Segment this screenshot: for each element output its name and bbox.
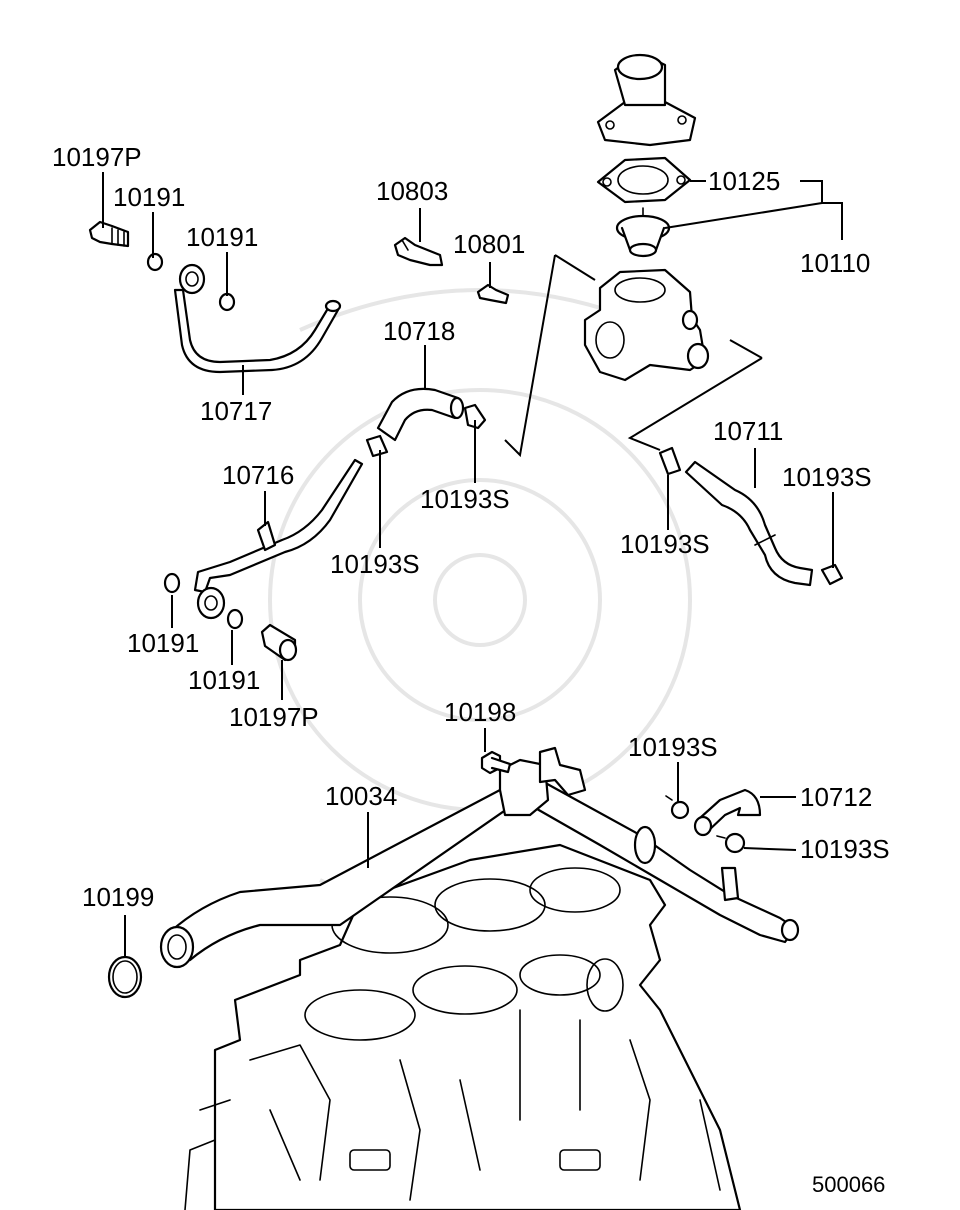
sensor-10803 <box>393 236 444 267</box>
callout-10193S-a: 10193S <box>420 484 510 514</box>
water-pipe-10034 <box>159 746 800 969</box>
callout-10718: 10718 <box>383 316 455 346</box>
callout-10034: 10034 <box>325 781 397 811</box>
callout-10193S-f: 10193S <box>800 834 890 864</box>
callout-10110: 10110 <box>800 248 870 278</box>
sensor-10801 <box>476 283 510 305</box>
gasket-10125 <box>596 156 692 204</box>
callout-10717: 10717 <box>200 396 272 426</box>
hose-10711 <box>658 446 844 587</box>
washer-10191-d <box>226 608 244 630</box>
callout-10801: 10801 <box>453 229 525 259</box>
callout-10191-c: 10191 <box>127 628 199 658</box>
leader-lines <box>102 172 843 957</box>
callout-10193S-e: 10193S <box>628 732 718 762</box>
callout-10803: 10803 <box>376 176 448 206</box>
thermostat-10110 <box>615 207 671 258</box>
callout-10191-b: 10191 <box>186 222 258 252</box>
callout-10716: 10716 <box>222 460 294 490</box>
callout-labels: 10197P 10191 10191 10717 10803 10801 107… <box>52 142 890 1197</box>
bolt-10198 <box>480 750 512 775</box>
washer-10191-c <box>163 572 181 594</box>
washer-10191-b <box>218 292 236 312</box>
banjo-bolt-10197P-top <box>88 220 130 248</box>
reference-code: 500066 <box>812 1172 885 1197</box>
hose-10718 <box>365 387 487 458</box>
hose-10712 <box>665 788 762 854</box>
pipe-10717 <box>173 263 342 374</box>
callout-10197P-top: 10197P <box>52 142 142 172</box>
pipe-10716 <box>193 458 364 620</box>
callout-10193S-c: 10193S <box>782 462 872 492</box>
callout-10199: 10199 <box>82 882 154 912</box>
assembly-lines <box>504 254 763 458</box>
callout-10711: 10711 <box>713 416 783 446</box>
washer-10191-a <box>146 252 164 272</box>
callout-10193S-d: 10193S <box>620 529 710 559</box>
callout-10193S-b: 10193S <box>330 549 420 579</box>
banjo-bolt-10197P-bottom <box>260 623 298 662</box>
callout-10191-d: 10191 <box>188 665 260 695</box>
callout-10197P-bottom: 10197P <box>229 702 319 732</box>
callout-10125: 10125 <box>708 166 780 196</box>
thermostat-housing-cover <box>596 53 697 147</box>
engine-block <box>184 843 742 1210</box>
thermostat-housing <box>583 268 710 382</box>
callout-10198: 10198 <box>444 697 516 727</box>
callout-10712: 10712 <box>800 782 872 812</box>
callout-10191-a: 10191 <box>113 182 185 212</box>
